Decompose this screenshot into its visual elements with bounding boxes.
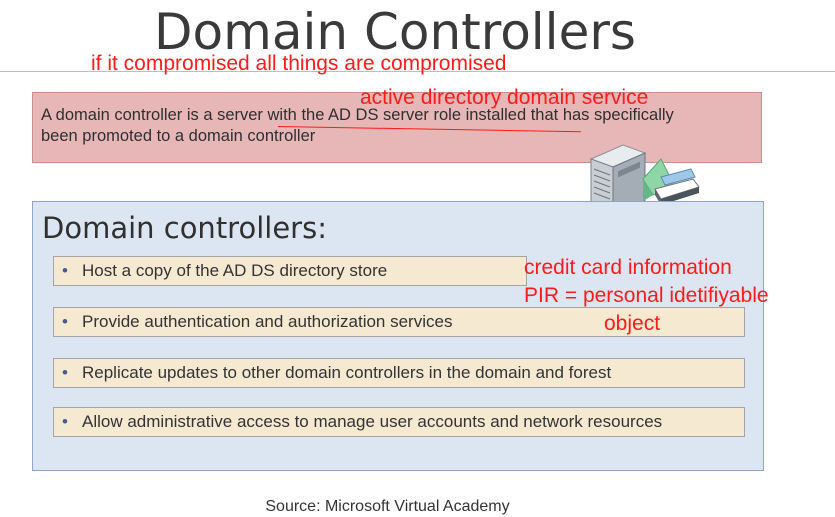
definition-text: A domain controller is a server with the… bbox=[41, 106, 674, 145]
bullet-icon: • bbox=[62, 363, 68, 382]
title-divider bbox=[0, 71, 835, 72]
list-item-text: Host a copy of the AD DS directory store bbox=[82, 261, 388, 280]
annotation-ad-ds: active directory domain service bbox=[360, 86, 649, 109]
bullet-icon: • bbox=[62, 412, 68, 431]
slide-title: Domain Controllers bbox=[154, 3, 636, 61]
section-heading: Domain controllers: bbox=[42, 211, 327, 245]
list-item: • Provide authentication and authorizatio… bbox=[53, 307, 745, 337]
list-item-text: Provide authentication and authorization… bbox=[82, 312, 453, 331]
annotation-compromised: if it compromised all things are comprom… bbox=[91, 52, 507, 75]
domain-controllers-panel: Domain controllers: • Host a copy of the … bbox=[32, 201, 764, 471]
list-item: • Allow administrative access to manage u… bbox=[53, 407, 745, 437]
annotation-object: object bbox=[604, 312, 661, 335]
annotation-pir: PIR = personal idetifiyable bbox=[524, 284, 769, 307]
list-item-text: Replicate updates to other domain contro… bbox=[82, 363, 612, 382]
bullet-icon: • bbox=[62, 261, 68, 280]
source-caption: Source: Microsoft Virtual Academy bbox=[265, 498, 510, 515]
list-item: • Host a copy of the AD DS directory stor… bbox=[53, 256, 527, 286]
list-item: • Replicate updates to other domain contr… bbox=[53, 358, 745, 388]
bullet-icon: • bbox=[62, 312, 68, 331]
annotation-credit-card: credit card information bbox=[524, 256, 732, 279]
list-item-text: Allow administrative access to manage us… bbox=[82, 412, 663, 431]
server-icon bbox=[589, 144, 700, 218]
